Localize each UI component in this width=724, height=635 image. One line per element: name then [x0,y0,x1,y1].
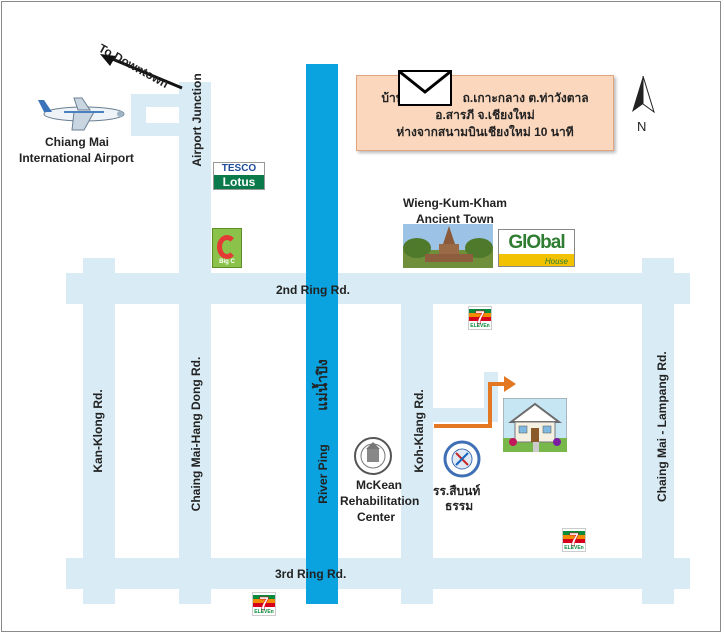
bigc-logo: Big C [212,228,242,268]
seven-eleven-1: 7 ELEVEn [468,306,492,330]
school-seal-icon [443,440,481,478]
global-house-sub: House [544,257,568,266]
label-school-line1: รร.สืบนท์ [433,484,481,498]
mckean-seal-icon [354,437,392,475]
address-line1-suffix: ถ.เกาะกลาง ต.ท่าวังตาล [462,91,589,105]
seven-eleven-num: 7 [258,594,270,615]
road-house-lane [432,408,498,422]
seven-eleven-num: 7 [474,308,486,329]
river-ping [306,64,338,604]
road-airport-spur-gap [146,107,179,123]
label-river-en: River Ping [316,444,330,504]
seven-eleven-3: 7 ELEVEn [252,592,276,616]
label-mckean-line2: Rehabilitation [340,494,420,508]
road-koh-klang [401,273,433,604]
road-lampang [642,258,674,604]
lotus-text: Lotus [214,175,264,189]
wieng-kum-kham-image [403,224,493,268]
address-note: บ้าน ถ.เกาะกลาง ต.ท่าวังตาล อ.สารภี จ.เช… [356,75,614,151]
seven-eleven-text: ELEVEn [470,323,490,329]
address-line1: บ้าน ถ.เกาะกลาง ต.ท่าวังตาล [357,90,613,107]
address-line2: อ.สารภี จ.เชียงใหม่ [435,108,535,122]
bigc-c-icon [217,235,237,259]
label-lampang: Chaing Mai - Lampang Rd. [655,351,669,502]
label-mckean-line3: Center [357,510,396,524]
label-airport-line2: International Airport [19,151,134,165]
seven-eleven-text: ELEVEn [564,545,584,551]
label-2nd-ring: 2nd Ring Rd. [276,283,350,297]
compass-n-label: N [637,119,647,134]
global-house-logo: GlObal House [498,229,575,267]
bigc-text: Big C [219,259,235,265]
label-airport-junction: Airport Junction [190,73,204,167]
label-kan-klong: Kan-Klong Rd. [91,389,105,473]
seven-eleven-text: ELEVEn [254,609,274,615]
label-hang-dong: Chaing Mai-Hang Dong Rd. [189,356,203,512]
to-downtown-arrow-icon [100,54,183,90]
label-koh-klang: Koh-Klang Rd. [412,389,426,473]
road-hang-dong [179,82,211,604]
tesco-text: TESCO [221,163,257,174]
airplane-icon [38,97,125,131]
label-wieng-line1: Wieng-Kum-Kham [403,196,507,210]
north-arrow-icon [632,76,655,114]
road-2nd-ring [66,273,690,304]
global-house-bar [499,254,574,266]
tesco-lotus-logo: TESCO Lotus [213,162,265,190]
house-icon [503,398,567,452]
label-mckean-line1: McKean [356,478,403,492]
seven-eleven-num: 7 [568,530,580,551]
label-school-line2: ธรรม [445,499,474,513]
label-wieng-line2: Ancient Town [416,212,494,226]
label-3rd-ring: 3rd Ring Rd. [275,567,347,581]
seven-eleven-2: 7 ELEVEn [562,528,586,552]
road-kan-klong [83,258,115,604]
label-airport-line1: Chiang Mai [45,135,110,149]
route-arrow-icon [434,376,516,428]
global-text: GlObal [508,232,565,253]
envelope-icon [398,70,452,106]
address-line3: ห่างจากสนามบินเชียงใหม่ 10 นาที [396,125,574,139]
road-3rd-ring [66,558,690,589]
label-river-th: แม่น้ำปิง [314,359,330,411]
